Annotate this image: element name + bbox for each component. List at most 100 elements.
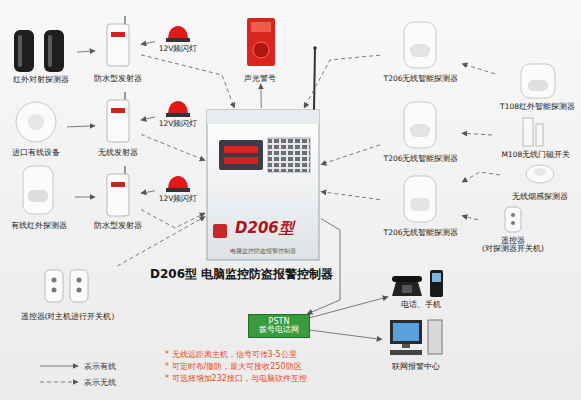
mobile <box>430 270 443 297</box>
wireless-link <box>321 145 380 165</box>
smoke-art <box>526 165 554 183</box>
beam-highlight <box>18 35 22 67</box>
phone-keys <box>402 285 412 293</box>
transmitter-body <box>107 100 129 142</box>
display <box>219 140 263 170</box>
wired-link <box>141 42 155 45</box>
wireless-link <box>141 55 234 108</box>
dome-sensor-art <box>16 102 56 142</box>
computer-art <box>390 320 442 355</box>
remote-button <box>511 213 515 217</box>
remote-body <box>505 207 521 232</box>
device-label: 有线红外探测器 <box>11 222 67 231</box>
wired-link <box>141 117 155 120</box>
device-label: 电话、手机 <box>401 301 441 310</box>
transmitter-tag <box>111 32 125 37</box>
cabinet-top <box>207 110 319 124</box>
wireless-link <box>462 64 495 74</box>
stand <box>402 344 410 348</box>
diagram-title: D206型 电脑监控防盗报警控制器 <box>150 266 333 283</box>
wireless-link <box>304 55 380 108</box>
device-label: T108红外智能探测器 <box>500 103 575 112</box>
remote-button <box>52 288 57 293</box>
wired-sample <box>40 366 78 367</box>
transmitter: 防水型发射器 <box>95 14 141 84</box>
display-digits <box>224 157 258 164</box>
lamp-dome <box>168 101 188 113</box>
device-label: 遥控器 (对探测器开关机) <box>478 237 548 254</box>
feature-note: * 无线远距离主机，信号可传3-5公里 <box>165 349 297 360</box>
display-digits <box>224 146 258 153</box>
wired-link <box>77 51 95 52</box>
door-contact: M108无线门磁开关 <box>492 115 580 160</box>
strobe-lamp: 12V频闪灯 <box>155 170 201 204</box>
device-label: T206无线智能探测器 <box>384 75 459 84</box>
device-label: 遥控器(对主机进行开关机) <box>21 313 115 322</box>
pir-art <box>23 166 53 214</box>
remote-button <box>77 288 82 293</box>
logo <box>213 224 227 238</box>
smoke-body <box>526 165 554 183</box>
wireless-detector: T206无线智能探测器 <box>380 172 462 238</box>
wired-link <box>75 197 95 198</box>
transmitter: 防水型发射器 <box>95 163 141 231</box>
door-contact-art <box>523 118 543 146</box>
device-label: M108无线门磁开关 <box>502 151 571 160</box>
keypad-keys <box>268 138 310 172</box>
siren-body <box>247 18 275 66</box>
beam-highlight <box>48 35 52 67</box>
pir-body <box>23 166 53 214</box>
wired-device: 进口有线设备 <box>5 98 67 158</box>
controller-art <box>207 46 319 260</box>
handset <box>392 276 422 282</box>
dome-body <box>16 102 56 142</box>
remote-art <box>45 207 521 302</box>
pir-body <box>404 176 436 222</box>
pir-lens <box>528 80 548 91</box>
lamp-dome <box>168 26 188 38</box>
lamp-base <box>166 38 190 42</box>
wireless-link <box>321 192 380 200</box>
wireless-link <box>462 172 500 182</box>
smoke-center <box>534 168 546 176</box>
alarm-controller: D206型电脑监控防盗报警控制器 <box>205 108 321 260</box>
device-label: 防水型发射器 <box>94 75 142 84</box>
siren-art <box>247 18 275 66</box>
transmitter: 无线发射器 <box>95 92 141 158</box>
device-label: 无线发射器 <box>98 149 138 158</box>
beam-detector: 红外对射探测器 <box>5 25 77 85</box>
pir-lens <box>410 44 430 57</box>
siren-speaker <box>253 42 269 58</box>
antenna <box>314 48 315 110</box>
legend-text: 表示无线 <box>84 377 116 388</box>
wired-link <box>310 330 382 339</box>
transmitter-tag <box>111 108 125 113</box>
dome-center <box>28 114 44 130</box>
mobile-screen <box>432 273 441 282</box>
keypad <box>268 138 310 172</box>
wired-link <box>307 219 340 314</box>
wireless-link <box>141 210 205 229</box>
wired-link <box>260 84 262 108</box>
pir-body <box>404 22 436 68</box>
device-label: 12V频闪灯 <box>159 195 198 204</box>
t108-art <box>521 64 555 98</box>
device-label: 声光警号 <box>244 75 276 84</box>
detector-remote: 遥控器 (对探测器开关机) <box>478 204 548 254</box>
cabinet <box>207 110 319 260</box>
lamp-dome <box>168 176 188 188</box>
lamp-base <box>166 188 190 192</box>
magnet <box>523 118 533 146</box>
phone-art <box>392 270 443 297</box>
desk-phone <box>392 282 422 296</box>
device-label: 红外对射探测器 <box>13 76 69 85</box>
feature-note: * 可定时布/撤防，最大可接收250防区 <box>165 361 302 372</box>
transmitter-body <box>107 24 129 66</box>
antenna <box>124 16 126 24</box>
wired-detector: 有线红外探测器 <box>3 163 75 231</box>
smoke-detector: 无线烟感探测器 <box>500 160 580 202</box>
wired-link <box>141 191 155 193</box>
remote-body <box>45 270 63 302</box>
strobe-lamp: 12V频闪灯 <box>155 20 201 54</box>
